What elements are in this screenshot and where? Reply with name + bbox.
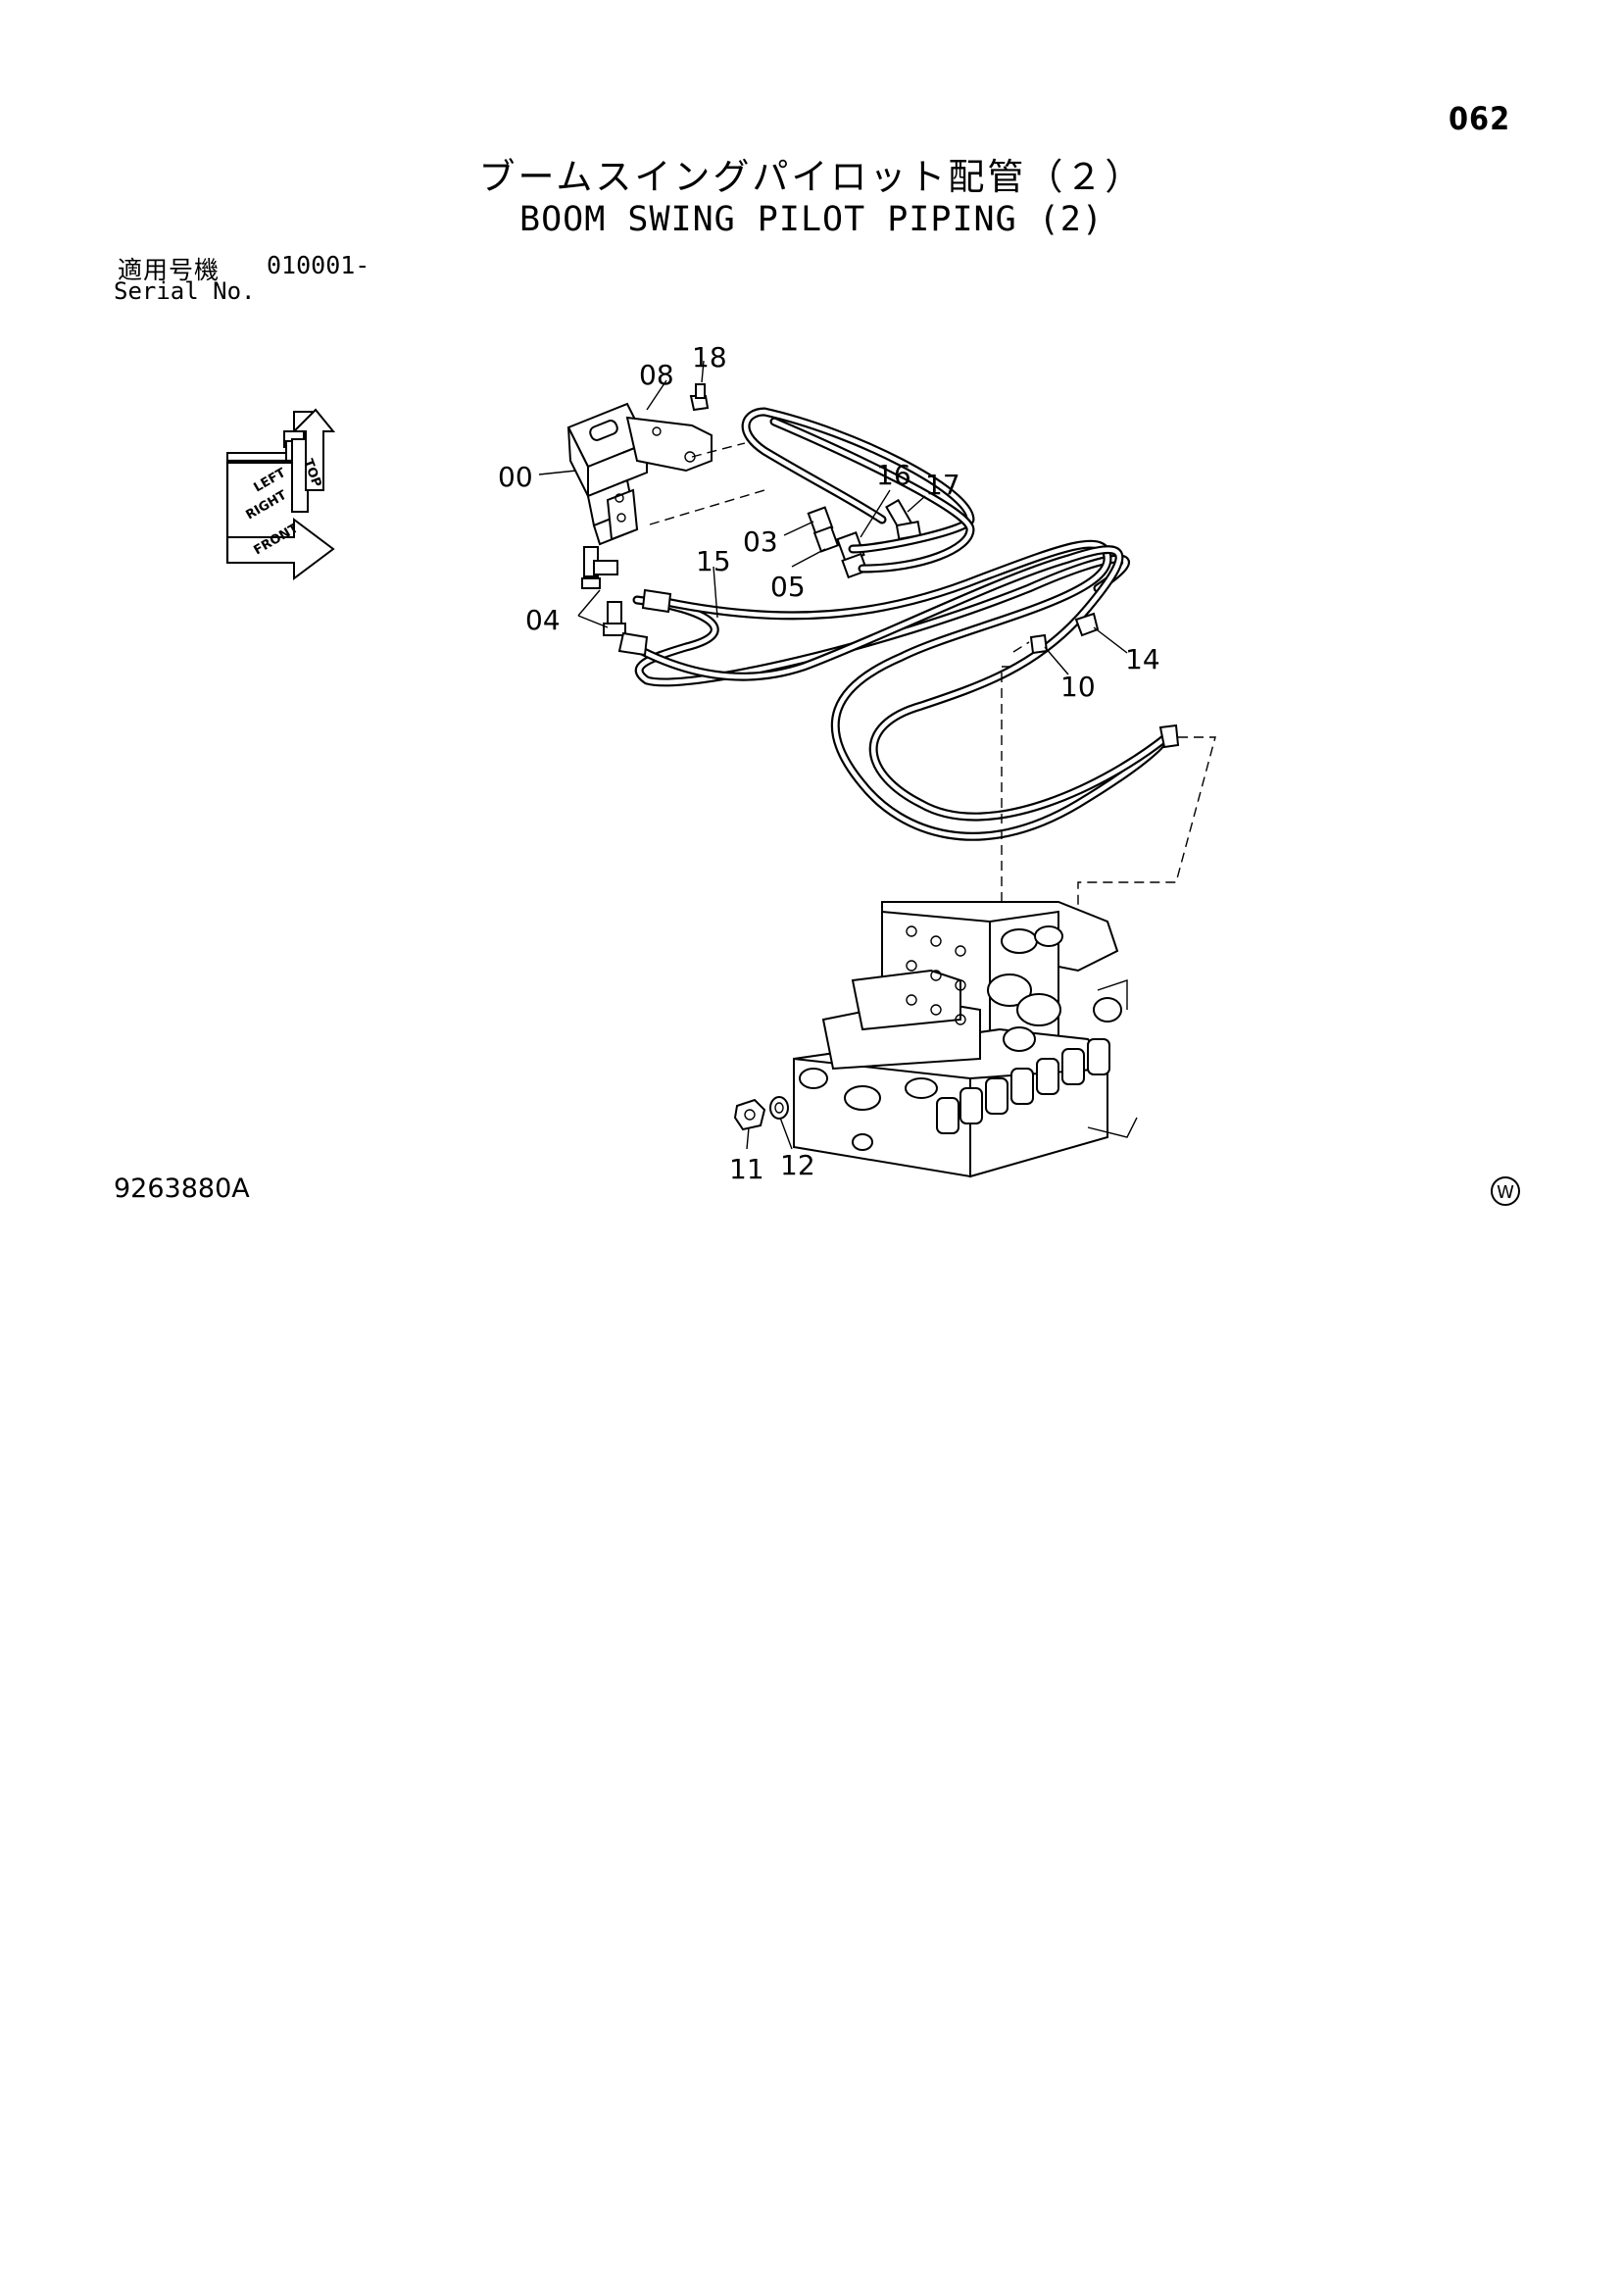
callout-04: 04 — [525, 604, 561, 636]
callout-00: 00 — [498, 461, 533, 493]
callout-12: 12 — [780, 1149, 815, 1181]
callout-03: 03 — [743, 525, 778, 558]
drawing-number: 9263880A — [114, 1173, 250, 1204]
serial-number: 010001- — [267, 251, 370, 279]
serial-label-english: Serial No. — [114, 277, 256, 305]
callout-10: 10 — [1060, 671, 1096, 703]
orientation-icon: LEFT RIGHT FRONT TOP — [225, 408, 336, 580]
callout-05: 05 — [770, 571, 806, 603]
orientation-label-right: RIGHT — [244, 488, 290, 524]
watermark-mark: W — [1491, 1176, 1520, 1206]
bracket — [625, 416, 713, 473]
callout-08: 08 — [639, 359, 674, 391]
page-number: 062 — [1449, 100, 1511, 137]
callout-16: 16 — [876, 459, 911, 491]
control-valve-block — [793, 901, 1138, 1178]
bolt — [689, 383, 710, 412]
callout-14: 14 — [1125, 643, 1160, 675]
serial-label-japanese: 適用号機 — [118, 256, 221, 284]
title-japanese: ブームスイングパイロット配管（２） — [478, 156, 1145, 198]
callout-leaders — [538, 360, 1128, 1150]
elbow-fittings — [581, 546, 626, 636]
callout-numbers: 00 03 04 05 08 10 11 12 14 15 16 17 18 — [498, 341, 1160, 1185]
nut-and-washer — [733, 1096, 789, 1131]
callout-18: 18 — [692, 341, 727, 374]
callout-15: 15 — [696, 545, 731, 577]
title-english: BOOM SWING PILOT PIPING (2) — [519, 200, 1104, 239]
callout-17: 17 — [925, 469, 960, 501]
pilot-hoses — [617, 407, 1180, 841]
callout-11: 11 — [729, 1153, 764, 1185]
